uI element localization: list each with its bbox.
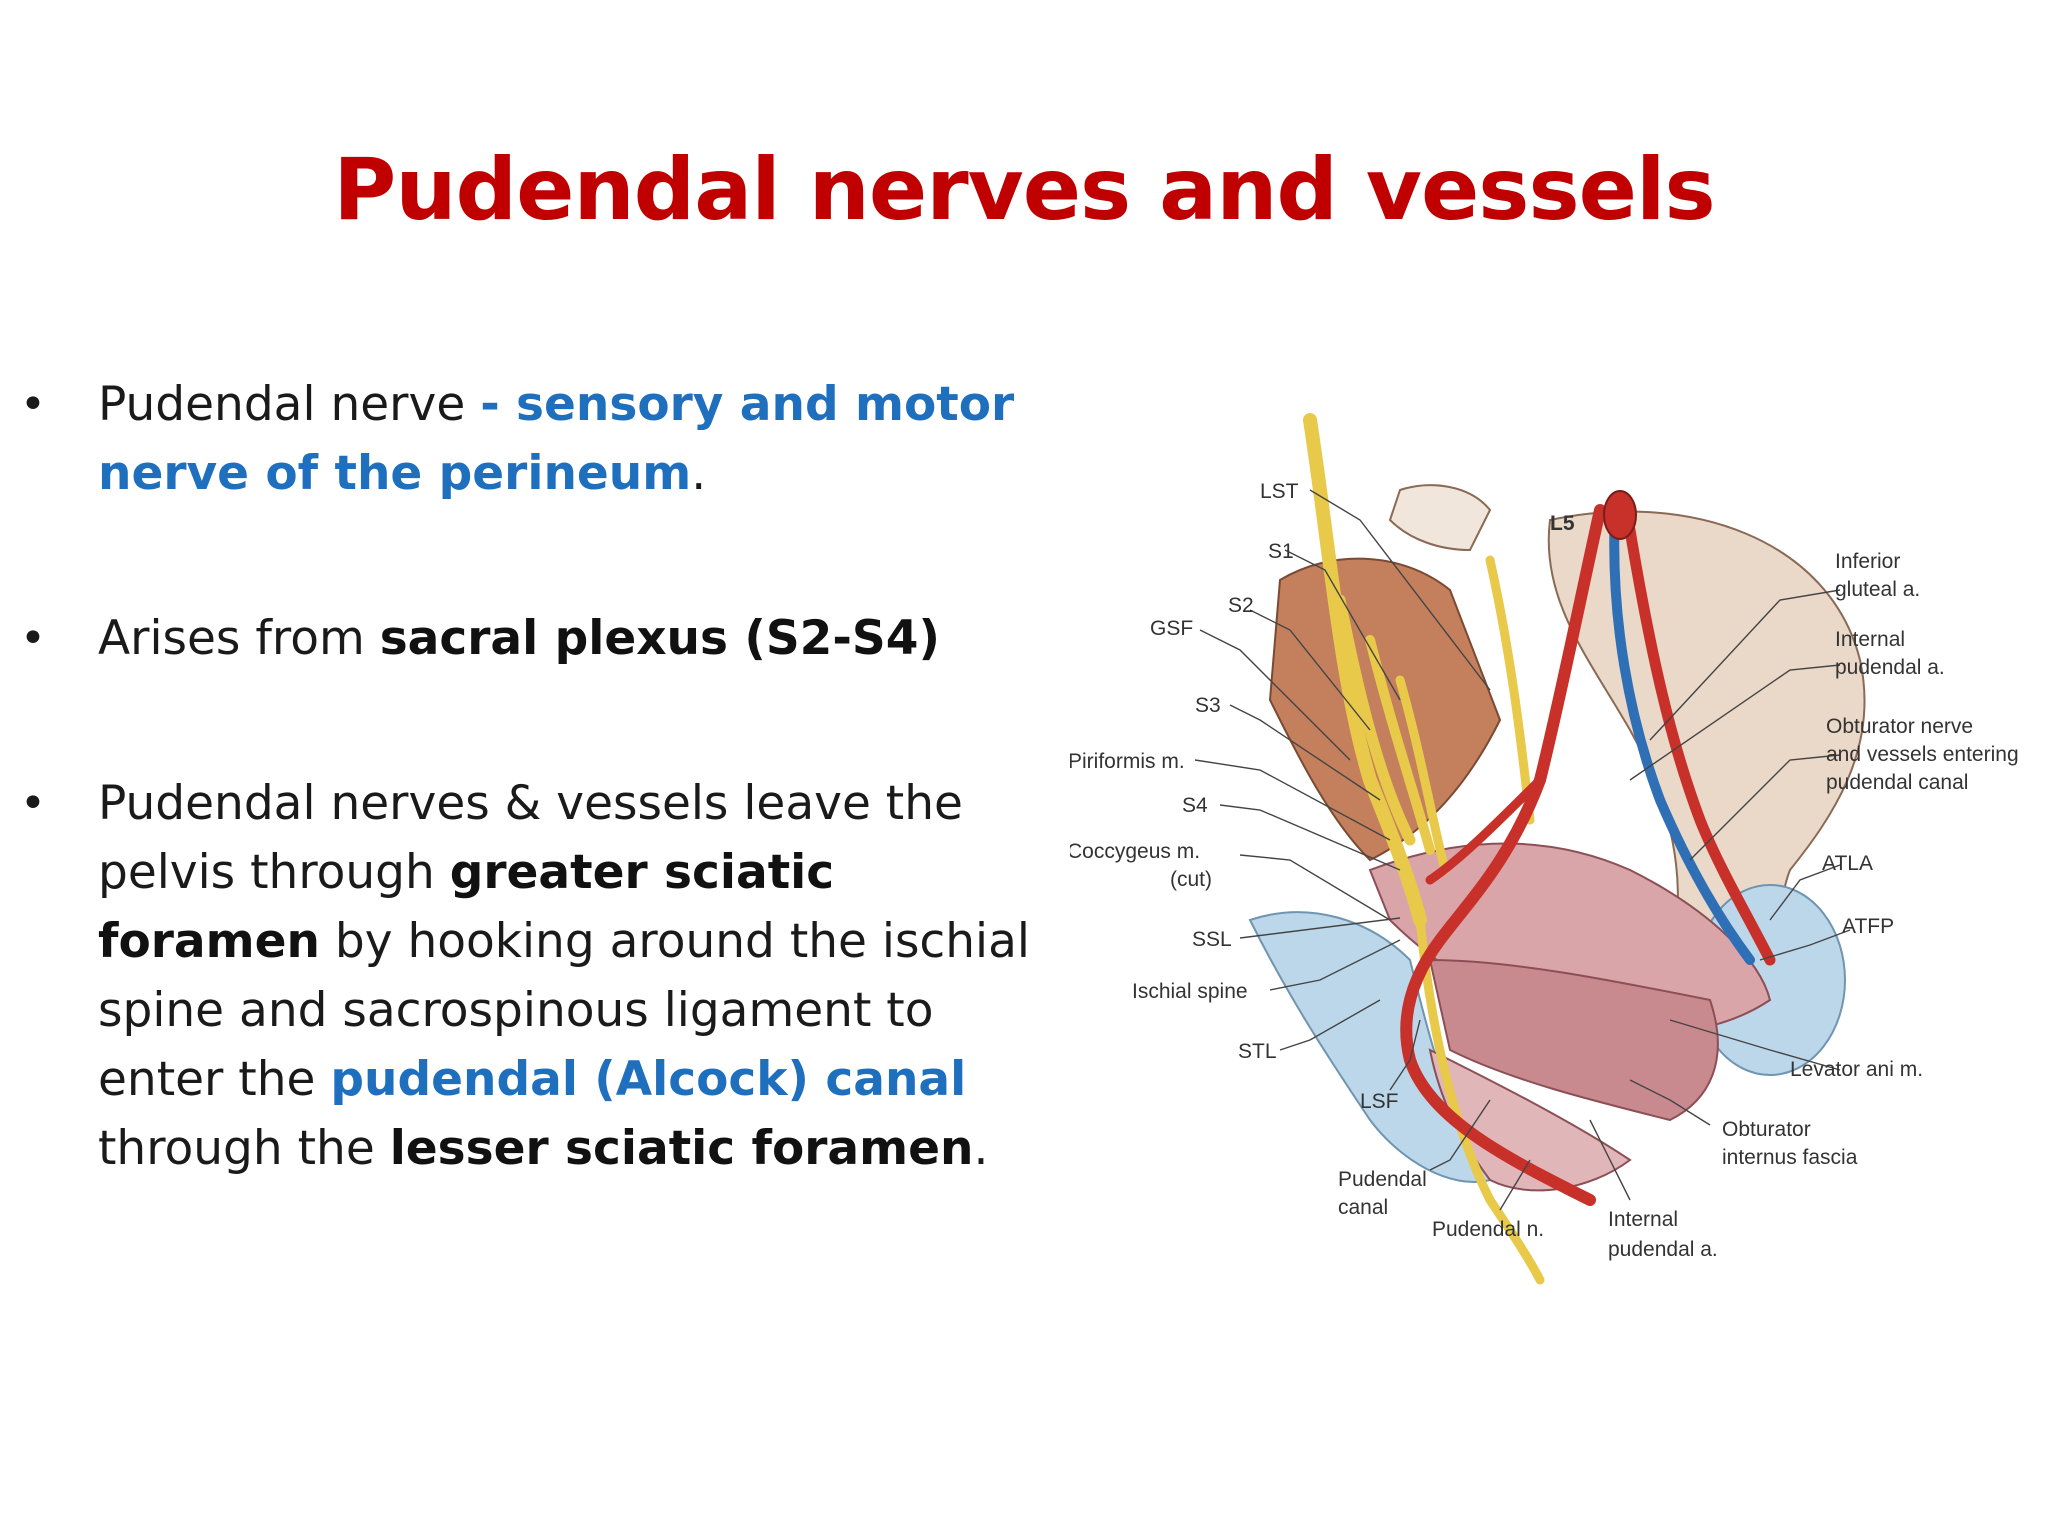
bullet-highlight: pudendal (Alcock) canal <box>330 1052 967 1107</box>
leader-line <box>1239 917 1401 939</box>
leader-line <box>1499 1159 1531 1211</box>
label-lst: LST <box>1260 480 1299 503</box>
bullet-item-origin: • Arises from sacral plexus (S2-S4) <box>20 604 1040 673</box>
anatomy-illustration: LST S1 S2 GSF S3 Piriformis m. S4 Coccyg… <box>1070 400 2040 1320</box>
slide-title: Pudendal nerves and vessels <box>333 140 1715 240</box>
label-obturator-fascia-2: internus fascia <box>1722 1146 1858 1169</box>
bullet-text: Pudendal nerve <box>98 377 481 432</box>
label-obturator-3: pudendal canal <box>1826 771 1968 794</box>
leader-line <box>1249 609 1371 731</box>
label-obturator: Obturator nerve <box>1826 715 1973 738</box>
bullet-icon: • <box>20 613 46 664</box>
label-atla: ATLA <box>1822 852 1873 875</box>
obturator-artery-path <box>1624 524 1776 966</box>
sacral-nerve <box>1395 675 1450 875</box>
label-gsf: GSF <box>1150 617 1193 640</box>
diagram-labels: LST S1 S2 GSF S3 Piriformis m. S4 Coccyg… <box>1070 480 2019 1261</box>
label-ssl: SSL <box>1192 928 1232 951</box>
label-internal-pudendal-bottom: Internal <box>1608 1208 1678 1231</box>
leader-line <box>1649 589 1841 741</box>
label-s1: S1 <box>1268 540 1294 563</box>
bullet-text: . <box>973 1121 989 1176</box>
leader-line <box>1309 489 1491 691</box>
bullet-item-pudendal-nerve: • Pudendal nerve - sensory and motor ner… <box>20 370 1040 508</box>
bullet-emphasis: lesser sciatic foramen <box>389 1121 974 1176</box>
pudendal-nerve-path <box>1415 915 1545 1285</box>
bullet-text: by hooking around the ischial spine and … <box>98 914 1030 1107</box>
bullet-highlight: - sensory and motor nerve of the perineu… <box>98 377 1015 501</box>
label-obturator-fascia: Obturator <box>1722 1118 1811 1141</box>
leader-line <box>1284 549 1401 701</box>
label-inferior-gluteal-2: gluteal a. <box>1835 578 1920 601</box>
bullet-text: Pudendal nerves & vessels leave the pelv… <box>98 776 963 900</box>
leader-lines <box>1194 489 1851 1211</box>
label-obturator-2: and vessels entering <box>1826 743 2019 766</box>
bullet-emphasis: greater sciatic foramen <box>98 845 835 969</box>
internal-pudendal-artery-path <box>1400 504 1606 1206</box>
levator-ani-muscle <box>1428 958 1719 1122</box>
label-coccygeus: Coccygeus m. <box>1070 840 1200 863</box>
label-ischial-spine: Ischial spine <box>1132 980 1248 1003</box>
label-stl: STL <box>1238 1040 1277 1063</box>
leader-line <box>1589 1119 1631 1201</box>
label-s3: S3 <box>1195 694 1221 717</box>
label-atfp: ATFP <box>1842 915 1894 938</box>
label-levator-ani: Levator ani m. <box>1790 1058 1923 1081</box>
sacral-nerve <box>1365 635 1435 855</box>
label-inferior-gluteal: Inferior <box>1835 550 1900 573</box>
bullet-item-course: • Pudendal nerves & vessels leave the pe… <box>20 769 1040 1183</box>
bullet-emphasis: sacral plexus (S2-S4) <box>379 611 940 666</box>
leader-line <box>1629 1079 1711 1126</box>
leader-line <box>1759 929 1851 961</box>
lumbosacral-trunk <box>1485 555 1535 825</box>
bullet-icon: • <box>20 778 46 829</box>
leader-line <box>1389 1019 1421 1091</box>
leader-line <box>1669 1019 1841 1071</box>
label-pudendal-canal-2: canal <box>1338 1196 1388 1219</box>
bullet-text: . <box>691 446 707 501</box>
bullet-text: Arises from <box>98 611 380 666</box>
label-pudendal-canal: Pudendal <box>1338 1168 1427 1191</box>
leader-line <box>1194 759 1391 841</box>
leader-line <box>1629 664 1841 781</box>
anatomy-drawing <box>1248 413 1866 1285</box>
leader-line <box>1689 754 1841 861</box>
label-internal-pudendal-top: Internal <box>1835 628 1905 651</box>
label-piriformis: Piriformis m. <box>1070 750 1185 773</box>
label-coccygeus-cut: (cut) <box>1170 868 1212 891</box>
leader-line <box>1219 804 1401 871</box>
label-lsf: LSF <box>1360 1090 1399 1113</box>
label-internal-pudendal-top-2: pudendal a. <box>1835 656 1945 679</box>
sacral-nerve <box>1303 413 1427 927</box>
bullet-list: • Pudendal nerve - sensory and motor ner… <box>20 370 1040 1279</box>
leader-line <box>1239 854 1391 921</box>
label-l5: L5 <box>1550 512 1575 535</box>
sacral-nerve <box>1334 594 1416 846</box>
leader-line <box>1769 864 1841 921</box>
label-internal-pudendal-bottom-2: pudendal a. <box>1608 1238 1718 1261</box>
label-s4: S4 <box>1182 794 1208 817</box>
label-s2: S2 <box>1228 594 1254 617</box>
leader-line <box>1199 629 1351 761</box>
artery-cut-end <box>1603 490 1637 540</box>
inferior-gluteal-artery-path <box>1425 775 1545 885</box>
l5-vertebra <box>1388 484 1492 552</box>
label-pudendal-nerve: Pudendal n. <box>1432 1218 1544 1241</box>
leader-line <box>1269 939 1401 991</box>
leader-line <box>1229 704 1381 801</box>
leader-line <box>1279 999 1381 1051</box>
bullet-icon: • <box>20 379 46 430</box>
internal-iliac-vein-path <box>1609 505 1755 965</box>
bullet-text: through the <box>98 1121 390 1176</box>
pelvis-diagram: LST S1 S2 GSF S3 Piriformis m. S4 Coccyg… <box>1070 413 2019 1285</box>
leader-line <box>1429 1099 1491 1171</box>
